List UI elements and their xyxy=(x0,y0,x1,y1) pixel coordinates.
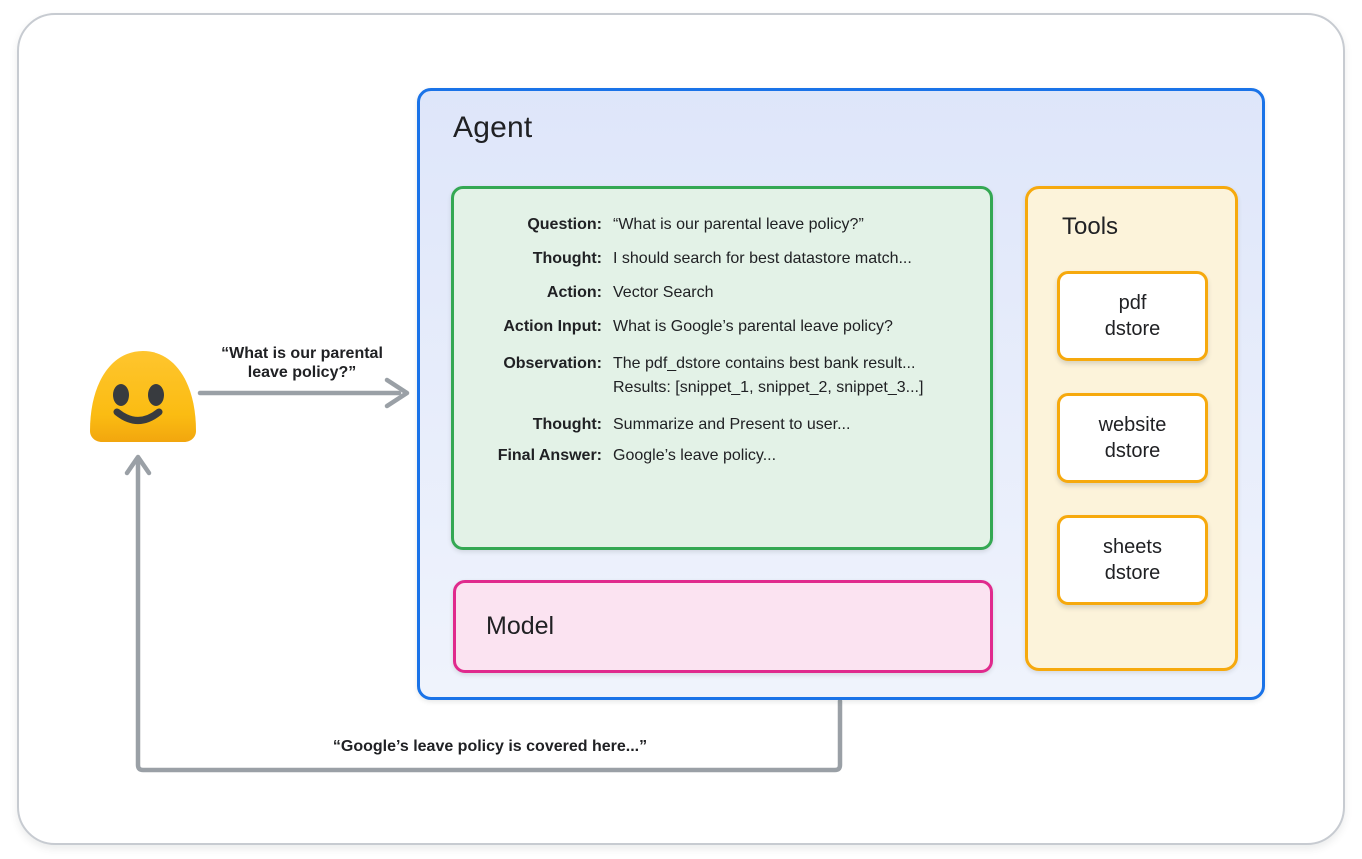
trace-row: Final Answer: Google’s leave policy... xyxy=(454,442,990,470)
user-question-label: “What is our parental leave policy?” xyxy=(221,345,383,381)
tool-label: sheets dstore xyxy=(1103,536,1162,584)
model-title: Model xyxy=(486,612,555,640)
trace-label: Action: xyxy=(546,284,602,301)
trace-value: The pdf_dstore contains best bank result… xyxy=(613,355,924,396)
trace-value: What is Google’s parental leave policy? xyxy=(613,318,893,335)
trace-value: Summarize and Present to user... xyxy=(613,416,851,433)
trace-value: Vector Search xyxy=(613,284,714,301)
agent-box: Agent Question: “What is our parental le… xyxy=(417,88,1265,700)
tool-item-website-dstore: website dstore xyxy=(1057,393,1208,483)
tools-box: Tools pdf dstore website dstore sheets d… xyxy=(1025,186,1238,671)
trace-row: Action Input: What is Google’s parental … xyxy=(454,310,990,344)
tool-item-pdf-dstore: pdf dstore xyxy=(1057,271,1208,361)
agent-title: Agent xyxy=(453,111,533,144)
trace-row: Thought: Summarize and Present to user..… xyxy=(454,408,990,442)
trace-row: Action: Vector Search xyxy=(454,276,990,310)
trace-label: Observation: xyxy=(503,355,602,372)
model-box: Model xyxy=(453,580,993,673)
smiley-right-eye xyxy=(148,384,164,406)
agent-response-label: “Google’s leave policy is covered here..… xyxy=(332,738,648,755)
trace-value: I should search for best datastore match… xyxy=(613,250,912,267)
trace-label: Action Input: xyxy=(503,318,602,335)
trace-label: Question: xyxy=(527,216,602,233)
smiley-mouth xyxy=(113,408,163,424)
tool-label: pdf dstore xyxy=(1104,292,1161,340)
smiley-left-eye xyxy=(113,384,129,406)
smiley-head xyxy=(90,351,196,442)
trace-label: Thought: xyxy=(532,416,602,433)
trace-value: “What is our parental leave policy?” xyxy=(613,216,864,233)
tool-label: website dstore xyxy=(1098,414,1167,462)
trace-row: Question: “What is our parental leave po… xyxy=(454,208,990,242)
trace-value: Google’s leave policy... xyxy=(613,447,777,464)
reasoning-trace-box: Question: “What is our parental leave po… xyxy=(451,186,993,550)
trace-row: Thought: I should search for best datast… xyxy=(454,242,990,276)
trace-label: Final Answer: xyxy=(497,447,602,464)
trace-row: Observation: The pdf_dstore contains bes… xyxy=(454,352,990,399)
tools-title: Tools xyxy=(1062,213,1119,240)
trace-label: Thought: xyxy=(532,250,602,267)
tool-item-sheets-dstore: sheets dstore xyxy=(1057,515,1208,605)
user-smiley-icon xyxy=(90,351,196,442)
